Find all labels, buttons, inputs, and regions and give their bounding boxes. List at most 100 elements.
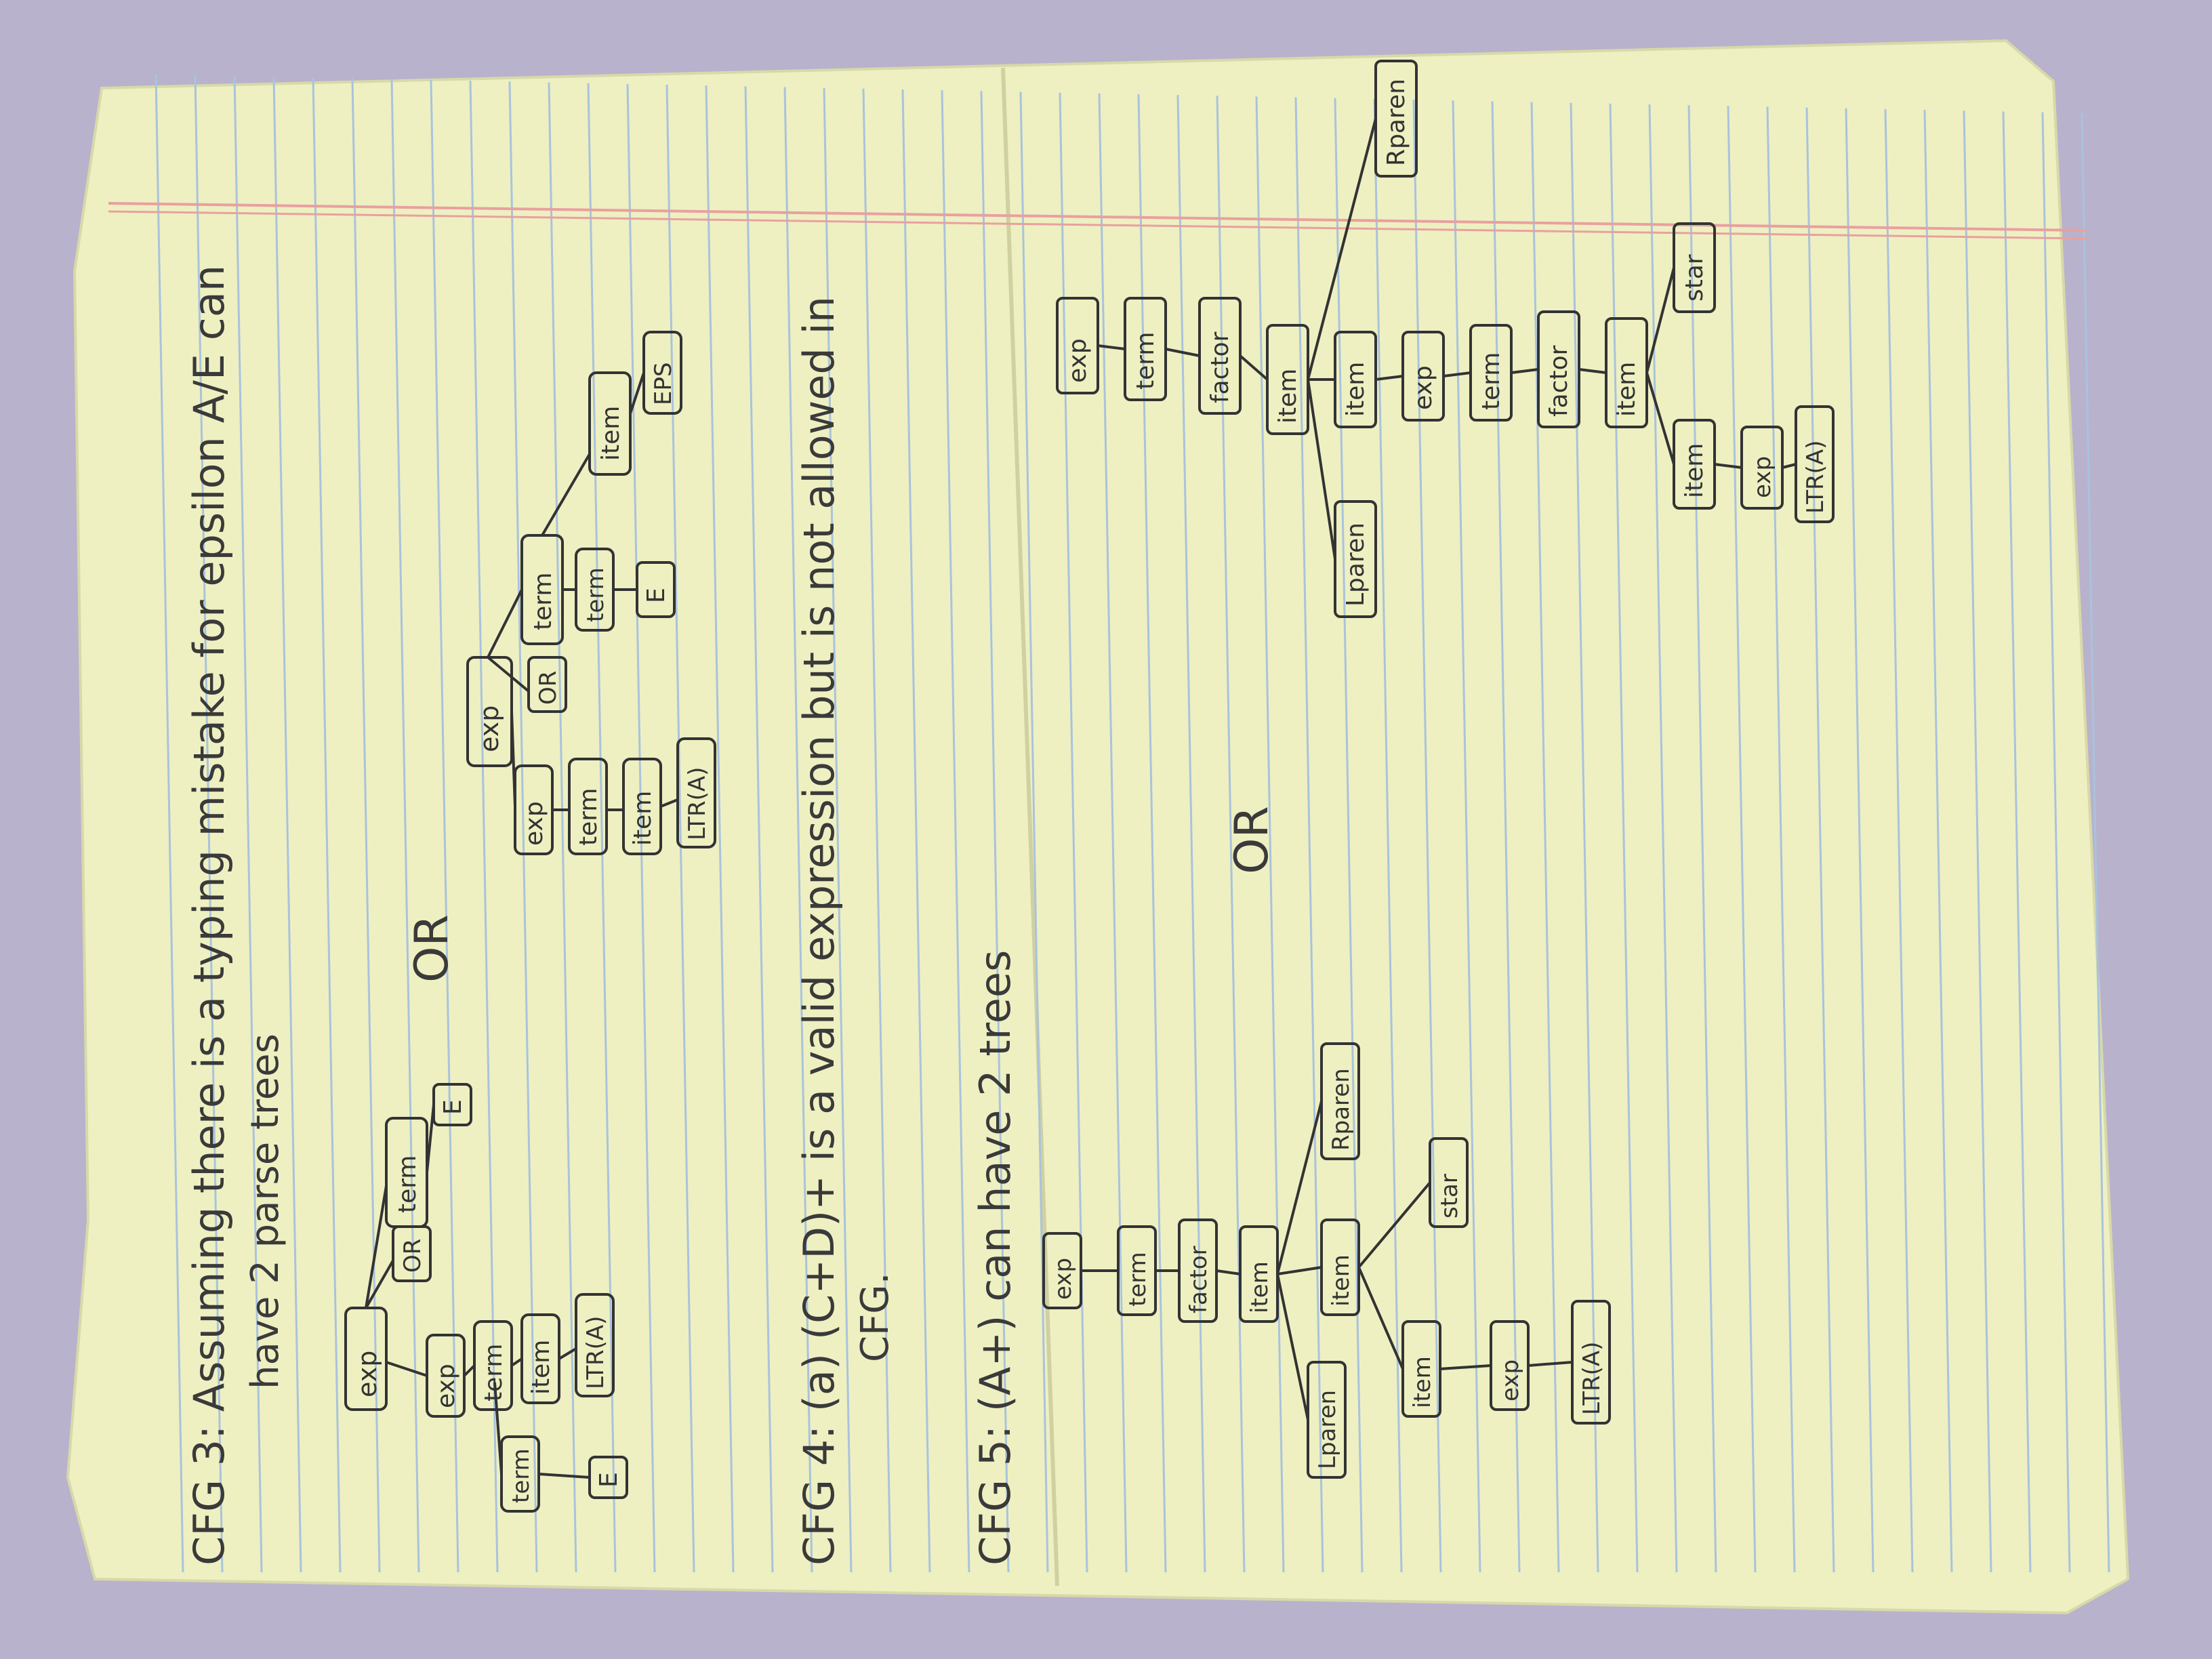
ruled-line: [1687, 105, 1717, 1573]
cfg5-tree-2: exp term factor item Lparen Rparen item …: [1056, 60, 1835, 618]
tree-node: item: [1274, 369, 1302, 424]
cfg5-tree-1: exp term factor item Lparen Rparen item …: [1042, 1042, 1611, 1479]
ruled-line: [390, 79, 420, 1573]
tree-node: factor: [1206, 331, 1234, 403]
tree-edges: [1081, 1101, 1573, 1420]
tree-node: item: [1681, 443, 1708, 498]
ruled-line: [1805, 107, 1835, 1573]
ruled-line: [1373, 98, 1403, 1573]
cfg3-heading-line1: CFG 3: Assuming there is a typing mistak…: [184, 265, 234, 1565]
cfg3-tree-2: exp OR term item EPS exp term item LTR(A…: [466, 331, 716, 855]
cfg3-or: OR: [405, 914, 459, 983]
margin-line: [108, 202, 2088, 232]
tree-node: LTR(A): [582, 1316, 609, 1389]
ruled-line: [508, 81, 538, 1573]
ruled-line: [823, 87, 853, 1573]
ruled-line: [233, 76, 263, 1573]
ruled-line: [1334, 98, 1364, 1573]
tree-node: exp: [520, 801, 548, 846]
ruled-line: [430, 80, 459, 1573]
ruled-line: [1176, 95, 1206, 1573]
tree-node: Rparen: [1382, 79, 1410, 166]
tree-node: exp: [432, 1364, 460, 1408]
tree-node: item: [1328, 1254, 1355, 1307]
ruled-line: [2081, 112, 2110, 1573]
ruled-line: [1884, 109, 1914, 1573]
paper-sheet: [66, 39, 2130, 1615]
ruled-line: [587, 83, 617, 1573]
ruled-line: [1609, 103, 1639, 1573]
ruled-line: [2041, 112, 2071, 1573]
ruled-line: [1727, 106, 1757, 1573]
cfg3-tree-1: exp OR term E exp term item LTR(A) term …: [344, 1083, 628, 1513]
tree-node: term: [1124, 1252, 1151, 1307]
ruled-lines: [155, 74, 2110, 1573]
tree-node: LTR(A): [1802, 441, 1829, 514]
ruled-line: [980, 91, 1010, 1573]
tree-node: factor: [1545, 345, 1573, 417]
tree-node: item: [1342, 362, 1370, 417]
ruled-line: [1294, 97, 1324, 1573]
ruled-line: [1845, 108, 1875, 1573]
tree-node: star: [1681, 254, 1708, 302]
ruled-line: [1137, 94, 1167, 1573]
ruled-line: [548, 82, 577, 1573]
tree-node: factor: [1185, 1246, 1212, 1313]
ruled-line: [1255, 96, 1285, 1573]
ruled-line: [469, 81, 499, 1573]
tree-node: Lparen: [1314, 1390, 1341, 1469]
tree-node: term: [575, 788, 602, 846]
tree-node: term: [1132, 332, 1160, 390]
cfg5-or: OR: [1225, 806, 1279, 874]
ruled-line: [1098, 93, 1128, 1573]
ruled-line: [1216, 96, 1246, 1573]
tree-node: term: [394, 1155, 422, 1214]
ruled-line: [862, 88, 892, 1573]
tree-node: exp: [474, 705, 504, 752]
ruled-line: [1491, 101, 1521, 1573]
tree-node: item: [597, 406, 625, 461]
cfg5-heading: CFG 5: (A+) can have 2 trees: [970, 950, 1020, 1565]
tree-node: exp: [1050, 1258, 1077, 1300]
ruled-line: [1766, 106, 1796, 1573]
tree-node: term: [529, 573, 557, 631]
tree-node: item: [629, 791, 657, 846]
cfg3-heading-line2: have 2 parse trees: [243, 1033, 287, 1389]
tree-node: Lparen: [1342, 523, 1370, 607]
cfg4-heading-line2: CFG.: [853, 1272, 897, 1362]
tree-node: star: [1436, 1174, 1463, 1218]
cfg4-heading-line1: CFG 4: (a) (C+D)+ is a valid expression …: [794, 296, 844, 1565]
ruled-line: [901, 89, 931, 1573]
tree-node: OR: [399, 1239, 426, 1273]
paper-fold: [1001, 67, 1059, 1586]
tree-node: exp: [1064, 338, 1092, 383]
tree-node: item: [1409, 1356, 1436, 1408]
tree-node: OR: [535, 671, 562, 705]
ruled-line: [941, 90, 970, 1573]
tree-node: exp: [1749, 456, 1776, 498]
ruled-line: [1570, 102, 1599, 1573]
ruled-line: [1963, 110, 1992, 1573]
tree-node: E: [642, 588, 670, 603]
ruled-line: [2002, 111, 2032, 1573]
tree-node: item: [1246, 1261, 1273, 1313]
tree-node: EPS: [650, 362, 677, 405]
ruled-line: [155, 74, 184, 1573]
tree-node: term: [508, 1448, 535, 1503]
ruled-line: [744, 86, 774, 1573]
ruled-line: [1452, 100, 1481, 1573]
ruled-line: [1412, 100, 1442, 1573]
tree-node: Rparen: [1328, 1068, 1355, 1151]
tree-node: term: [480, 1344, 508, 1402]
tree-node: LTR(A): [684, 767, 711, 840]
tree-node: item: [527, 1340, 555, 1395]
ruled-line: [1059, 92, 1088, 1573]
tree-node: E: [439, 1099, 467, 1115]
ruled-line: [1530, 102, 1560, 1573]
ruled-line: [351, 78, 381, 1573]
ruled-line: [312, 77, 342, 1573]
margin-line: [108, 210, 2088, 240]
tree-edges: [487, 372, 678, 811]
